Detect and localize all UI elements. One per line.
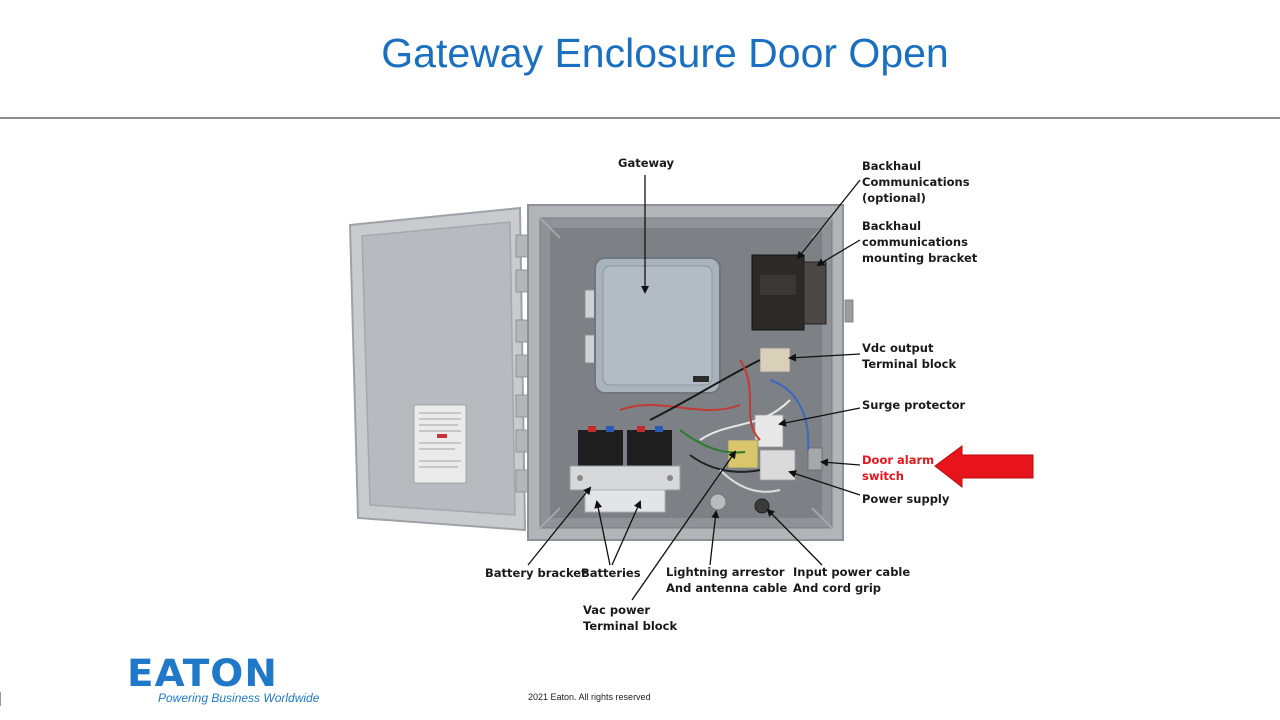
callout-lightning-arrestor: Lightning arrestor And antenna cable: [666, 565, 788, 595]
callout-door-alarm-switch: Door alarm switch: [862, 453, 935, 483]
callout-vdc-output: Vdc output Terminal block: [862, 341, 957, 371]
brand-tagline: Powering Business Worldwide: [158, 691, 320, 705]
callout-surge-protector: Surge protector: [862, 398, 966, 412]
callout-backhaul-communications: Backhaul Communications (optional): [862, 159, 970, 205]
eaton-logo: EATON: [127, 652, 278, 695]
title-divider: [0, 117, 1280, 119]
callout-power-supply: Power supply: [862, 492, 950, 506]
enclosure-door: [348, 206, 527, 532]
power-supply-unit: [759, 449, 796, 481]
cord-grip: [754, 498, 770, 514]
callout-battery-bracket: Battery bracket: [485, 566, 587, 580]
slide-title: Gateway Enclosure Door Open: [381, 30, 949, 76]
door-alarm-switch-unit: [807, 447, 823, 471]
backhaul-module: [751, 254, 854, 331]
callout-gateway: Gateway: [618, 156, 675, 170]
callout-batteries: Batteries: [581, 566, 641, 580]
vac-terminal-block: [727, 439, 759, 469]
door-label-sticker: [413, 404, 467, 484]
door-alarm-indicator-arrow: [934, 445, 1034, 489]
vdc-terminal-block: [759, 347, 791, 373]
wiring: [619, 359, 810, 493]
callout-backhaul-mounting-bracket: Backhaul communications mounting bracket: [862, 219, 978, 265]
slide-edge-marker: [0, 692, 1, 706]
callout-input-power-cable: Input power cable And cord grip: [793, 565, 911, 595]
callout-vac-power: Vac power Terminal block: [583, 603, 678, 633]
battery-pack: [569, 426, 681, 513]
copyright-notice: 2021 Eaton. All rights reserved: [528, 692, 651, 702]
callout-leaders: [527, 175, 861, 601]
gateway-unit: [594, 257, 721, 394]
lightning-arrestor-unit: [709, 493, 727, 511]
battery-bracket: [569, 465, 681, 491]
door-hinges: [515, 234, 529, 493]
